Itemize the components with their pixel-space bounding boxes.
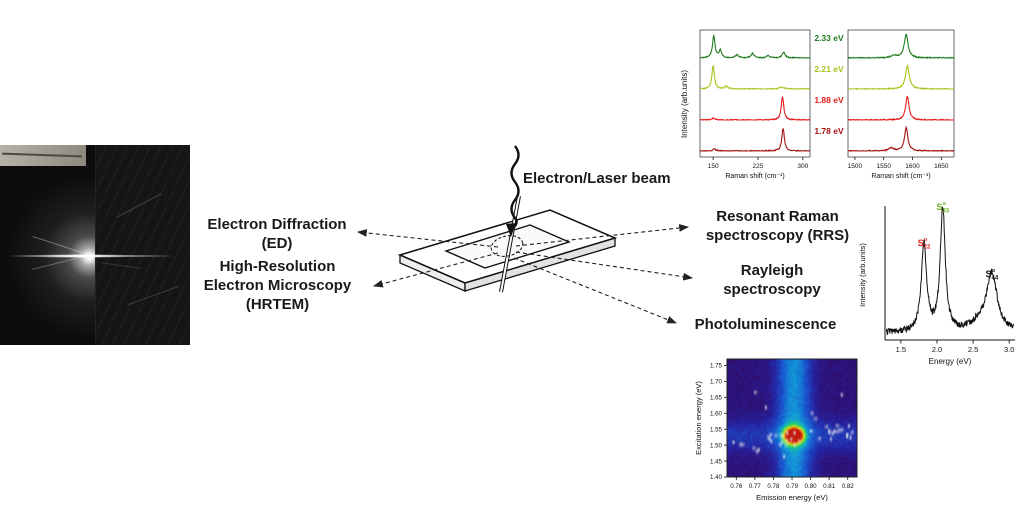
pl-ytick-label: 1.75 (710, 363, 723, 370)
label-rayleigh-line2: spectroscopy (723, 280, 821, 298)
label-rayleigh-line1: Rayleigh (740, 262, 804, 279)
hrtem-half (95, 145, 190, 345)
rayleigh-ylabel: Intensity (arb.units) (858, 243, 867, 307)
raman-energy-label: 1.78 eV (814, 126, 844, 136)
arrow-to-rrs (515, 224, 690, 247)
raman-ylabel: Intensity (arb.units) (680, 70, 689, 138)
arrow-to-rayleigh (515, 251, 694, 281)
diffraction-streak (7, 255, 175, 257)
raman-trace-2.33eV (699, 33, 811, 59)
raman-tick-label: 300 (797, 163, 808, 170)
label-rrs: Resonant Raman spectroscopy (RRS) (695, 208, 860, 246)
nanotube-rod (500, 195, 520, 293)
arrow-to-ed (356, 229, 499, 248)
pl-xtick-label: 0.81 (823, 483, 836, 490)
pl-xtick-label: 0.78 (767, 483, 780, 490)
raman-trace-2.21eV (699, 64, 811, 90)
rayleigh-peak-label-S33: S33o (936, 201, 949, 215)
label-rayleigh: Rayleigh spectroscopy (697, 262, 847, 300)
rayleigh-peak-label-S44: S44o (986, 268, 999, 282)
pl-ytick-label: 1.50 (710, 442, 723, 449)
rayleigh-tick-label: 1.5 (896, 345, 906, 354)
pl-ytick-label: 1.45 (710, 458, 723, 465)
raman-tick-label: 1500 (848, 163, 863, 170)
arrow-to-hrtem (372, 252, 499, 288)
label-ed-line1: Electron Diffraction (207, 216, 347, 233)
label-photoluminescence: Photoluminescence (694, 316, 837, 333)
raman-trace-1.78eV (848, 125, 955, 152)
label-ed-line2: (ED) (261, 234, 293, 252)
raman-panel-frame (847, 29, 955, 158)
raman-trace-1.78eV (699, 128, 811, 152)
tem-inset (0, 145, 86, 166)
pl-ylabel: Excitation energy (eV) (694, 381, 703, 455)
raman-tick-label: 1600 (905, 163, 920, 170)
pl-map-figure: 0.76 0.77 0.78 0.79 0.80 0.81 0.82 1.40 1.45 1.50… (693, 355, 893, 515)
pl-ytick-label: 1.70 (710, 379, 723, 386)
label-hrtem: High-Resolution Electron Microscopy (HRT… (185, 258, 370, 314)
raman-trace-1.88eV (699, 96, 811, 121)
pl-xtick-label: 0.79 (786, 483, 799, 490)
raman-tick-label: 225 (753, 163, 764, 170)
pl-ytick-label: 1.55 (710, 426, 723, 433)
raman-tick-label: 150 (708, 163, 719, 170)
label-hrtem-line1: High-Resolution (219, 258, 336, 275)
raman-trace-2.21eV (847, 64, 955, 91)
beam-spot-circle (490, 235, 524, 257)
pl-heatmap-canvas (727, 359, 857, 477)
pl-ytick-label: 1.65 (710, 394, 723, 401)
raman-tick-label: 1650 (934, 163, 949, 170)
raman-xlabel: Raman shift (cm⁻¹) (725, 173, 784, 180)
label-hrtem-line2: Electron Microscopy (203, 276, 352, 294)
pl-axes-svg: 0.76 0.77 0.78 0.79 0.80 0.81 0.82 1.40 1.45 1.50… (694, 358, 858, 502)
raman-energy-label: 1.88 eV (814, 95, 844, 105)
pl-xlabel: Emission energy (eV) (756, 493, 828, 502)
pl-xtick-label: 0.80 (805, 483, 818, 490)
raman-tick-label: 1550 (876, 163, 891, 170)
pl-xtick-label: 0.82 (842, 483, 855, 490)
raman-trace-2.33eV (847, 33, 955, 60)
raman-panel-frame (699, 29, 811, 158)
beam-arrowhead-icon (506, 223, 516, 237)
beam-squiggle (510, 145, 520, 229)
pl-ytick-label: 1.40 (710, 474, 723, 481)
raman-energy-label: 2.33 eV (814, 33, 844, 43)
rayleigh-tick-label: 2.5 (968, 345, 978, 354)
label-beam: Electron/Laser beam (523, 170, 671, 187)
pl-xtick-label: 0.77 (749, 483, 762, 490)
pl-ytick-label: 1.60 (710, 410, 723, 417)
label-rrs-line2: spectroscopy (RRS) (705, 226, 850, 244)
pl-xtick-label: 0.76 (730, 483, 743, 490)
label-rrs-line1: Resonant Raman (716, 208, 839, 225)
rayleigh-peak-label-S22: S22o (918, 237, 931, 251)
label-electron-diffraction: Electron Diffraction (ED) (192, 216, 362, 254)
rayleigh-tick-label: 2.0 (932, 345, 942, 354)
label-hrtem-line3: (HRTEM) (245, 295, 310, 313)
raman-trace-1.88eV (847, 95, 954, 121)
rayleigh-trace (885, 206, 1015, 336)
arrow-to-pl (513, 257, 678, 324)
raman-xlabel: Raman shift (cm⁻¹) (871, 173, 930, 180)
rayleigh-xlabel: Energy (eV) (929, 357, 972, 366)
raman-energy-label: 2.21 eV (814, 64, 844, 74)
tem-diffraction-image (0, 145, 190, 345)
rayleigh-tick-label: 3.0 (1004, 345, 1014, 354)
